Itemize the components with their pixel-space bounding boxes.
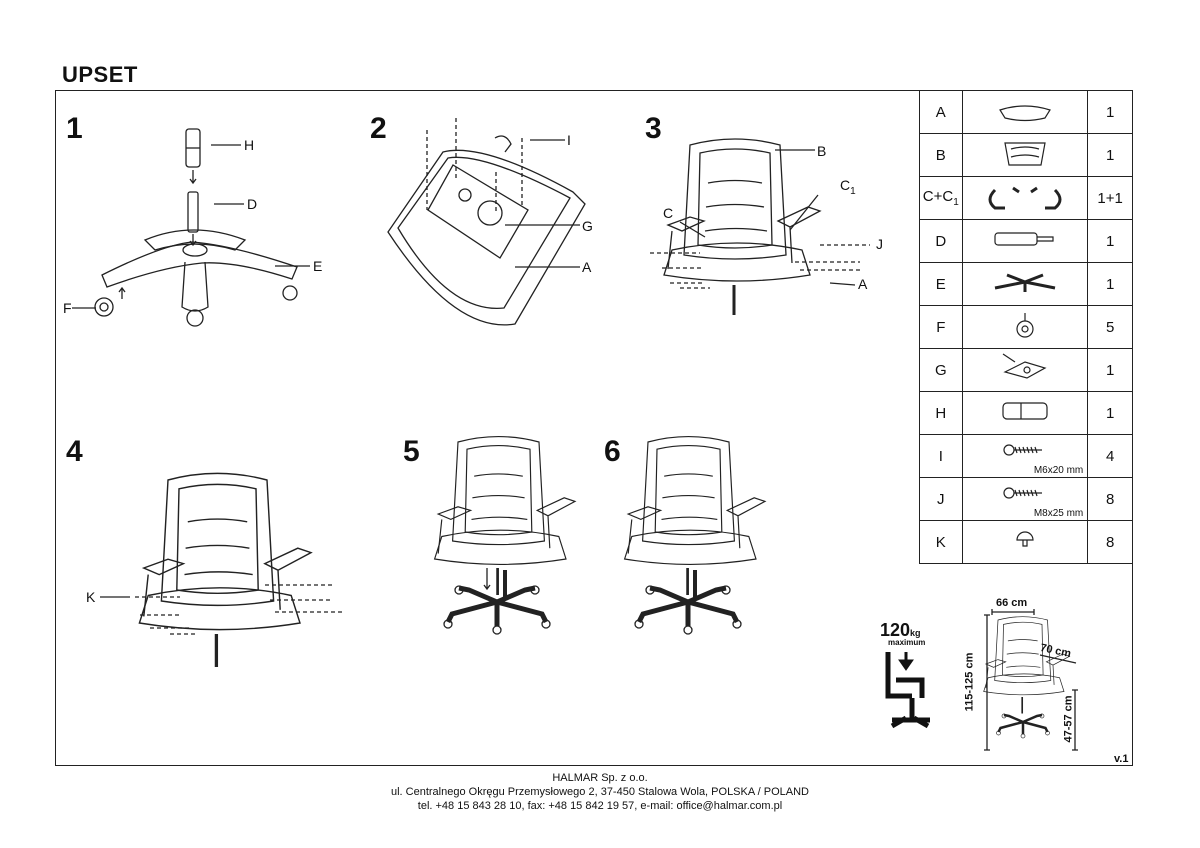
parts-row: C+C1 1+1 [919, 176, 1133, 220]
bolt-spec: M6x20 mm [1033, 465, 1084, 476]
step4-drawing [137, 471, 313, 669]
callout-c1: C1 [840, 177, 856, 197]
step-number-3: 3 [645, 112, 662, 145]
step-number-6: 6 [604, 435, 621, 468]
callout-d: D [247, 196, 258, 212]
company-footer: HALMAR Sp. z o.o. ul. Centralnego Okręgu… [0, 771, 1200, 813]
part-letter: I [919, 434, 963, 478]
part-quantity: 1 [1087, 90, 1133, 134]
part-quantity: 4 [1087, 434, 1133, 478]
callout-a: A [582, 259, 592, 275]
page-title: UPSET [62, 62, 138, 87]
part-letter: J [919, 477, 963, 521]
cap-icon [1016, 531, 1034, 547]
part-letter: G [919, 348, 963, 392]
callout-a-step3: A [858, 276, 868, 292]
base-icon [994, 273, 1056, 292]
callout-g: G [582, 218, 593, 234]
footer-address: ul. Centralnego Okręgu Przemysłowego 2, … [390, 786, 809, 798]
step-number-1: 1 [66, 112, 83, 145]
part-letter: K [919, 520, 963, 564]
part-quantity: 8 [1087, 520, 1133, 564]
gas-lift-icon [994, 232, 1054, 246]
step3-bolts [650, 244, 870, 289]
part-letter: C+C1 [919, 176, 963, 220]
bolt-icon [1003, 444, 1042, 456]
callout-b: B [817, 143, 827, 159]
part-quantity: 1 [1087, 262, 1133, 306]
footer-contact: tel. +48 15 843 28 10, fax: +48 15 842 1… [417, 800, 783, 812]
bolt-spec: M8x25 mm [1033, 508, 1084, 519]
step2-drawing [387, 118, 586, 326]
callout-f: F [63, 300, 72, 316]
dim-width: 66 cm [996, 597, 1028, 609]
part-letter: D [919, 219, 963, 263]
part-quantity: 1+1 [1087, 176, 1133, 220]
part-letter: F [919, 305, 963, 349]
max-load-note: maximum [888, 638, 926, 647]
callout-e: E [313, 258, 323, 274]
mechanism-icon [1002, 353, 1047, 379]
part-letter: E [919, 262, 963, 306]
backrest-icon [1004, 142, 1046, 166]
step4-caps [135, 584, 345, 635]
part-quantity: 1 [1087, 348, 1133, 392]
step-number-5: 5 [403, 435, 420, 468]
dim-seat-height: 47-57 cm [1062, 695, 1075, 743]
caster-icon [1016, 313, 1034, 338]
instruction-frame [55, 90, 1133, 766]
callout-i: I [567, 132, 571, 148]
part-quantity: 5 [1087, 305, 1133, 349]
dim-height: 115-125 cm [963, 652, 976, 712]
step-number-2: 2 [370, 112, 387, 145]
max-load-pictogram [885, 652, 930, 729]
armrest-icon [988, 186, 1062, 210]
step-number-4: 4 [66, 435, 83, 468]
max-load: 120kg [880, 620, 921, 640]
cover-icon [1002, 402, 1048, 420]
callout-c: C [663, 205, 674, 221]
bolt-icon [1003, 487, 1042, 499]
part-quantity: 1 [1087, 133, 1133, 177]
part-letter: A [919, 90, 963, 134]
callout-k: K [86, 589, 96, 605]
dimension-drawing [982, 615, 1071, 715]
footer-company: HALMAR Sp. z o.o. [552, 772, 648, 784]
callout-j: J [876, 236, 883, 252]
seat-icon [999, 105, 1051, 122]
version-label: v.1 [1114, 753, 1129, 765]
part-quantity: 1 [1087, 219, 1133, 263]
callout-h: H [244, 137, 255, 153]
part-letter: H [919, 391, 963, 435]
part-letter: B [919, 133, 963, 177]
part-quantity: 8 [1087, 477, 1133, 521]
part-quantity: 1 [1087, 391, 1133, 435]
step1-drawing [72, 128, 310, 327]
